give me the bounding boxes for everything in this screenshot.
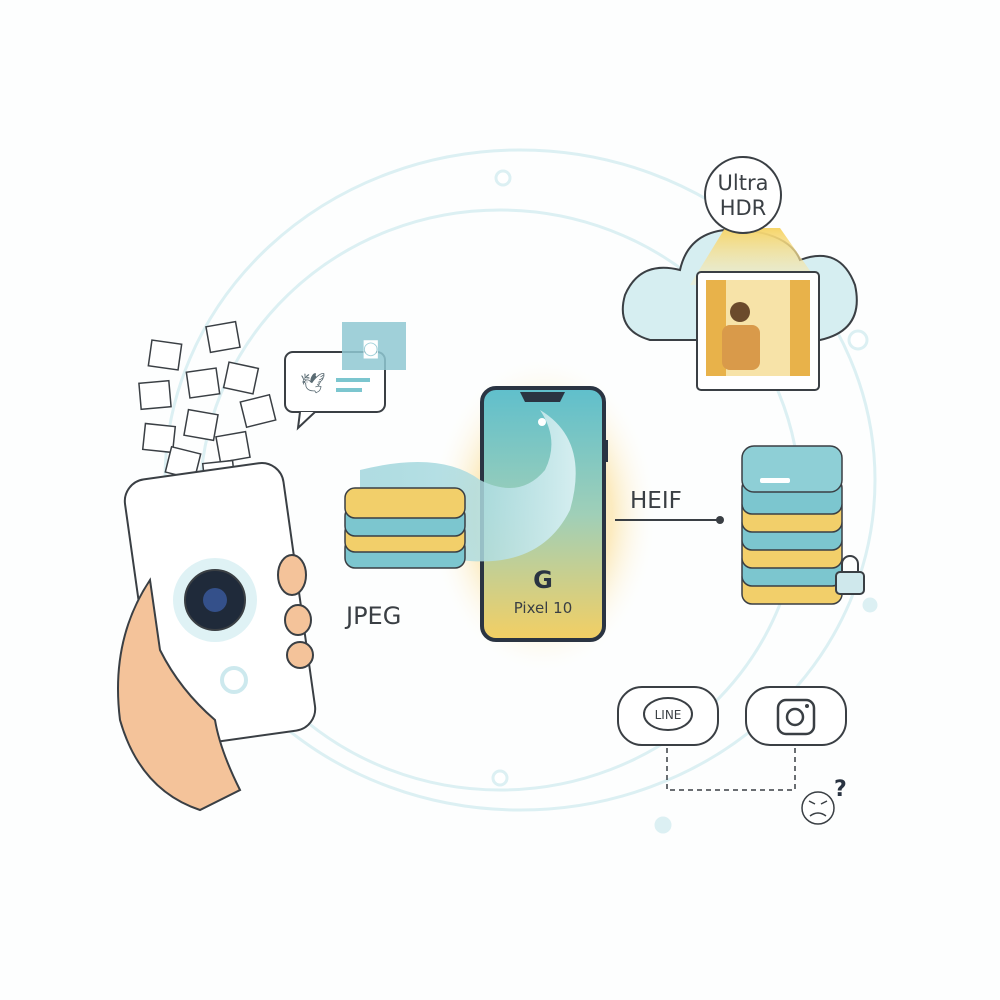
line-chat-icon (643, 697, 693, 731)
badge-line1: Ultra (718, 171, 769, 195)
twitter-bird-icon: 🕊 (300, 371, 325, 395)
jpeg-label: JPEG (344, 602, 401, 630)
phone-name: Pixel 10 (514, 599, 573, 617)
badge-line2: HDR (720, 196, 767, 220)
line-app-button: LINE (617, 686, 719, 746)
jpeg-layer-stack (344, 487, 466, 569)
pixelated-photo (342, 322, 406, 370)
hand-holding-phone (117, 462, 317, 812)
cloud-icon (621, 228, 858, 391)
instagram-icon (776, 698, 816, 736)
heif-label: HEIF (630, 488, 682, 514)
social-post-bubble: 🕊 ◙ (284, 322, 406, 431)
question-mark: ? (834, 777, 847, 802)
instagram-app-button (745, 686, 847, 746)
line-label: LINE (655, 708, 682, 722)
angry-face-icon (801, 791, 835, 825)
lock-icon (835, 555, 865, 595)
heif-layer-stack (741, 445, 843, 605)
pixel-logo: G (533, 566, 553, 594)
camera-icon: ◙ (362, 338, 379, 359)
orbit-lines (163, 148, 878, 834)
ultra-hdr-badge: Ultra HDR (704, 156, 782, 234)
incompatible-link (666, 748, 796, 791)
